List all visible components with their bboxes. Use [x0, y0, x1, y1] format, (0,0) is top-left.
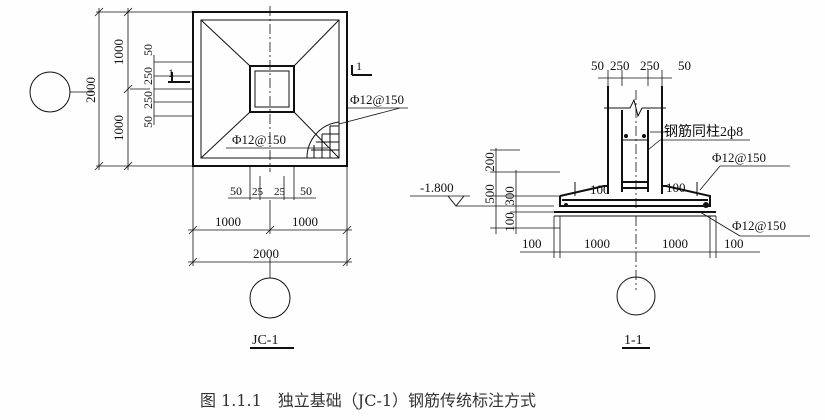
plan-label: JC-1 — [252, 333, 278, 348]
section-view: 50 250 250 50 100 100 — [410, 58, 810, 349]
plan-dim-bottom-2: 1000 — [292, 214, 318, 229]
plan-dim-small-3: 250 — [141, 91, 155, 109]
section-dim-vert-1: 200 — [482, 152, 497, 172]
section-dim-top-2: 250 — [610, 58, 630, 73]
section-dim-top-1: 50 — [591, 58, 604, 73]
plan-dim-left-upper: 1000 — [111, 39, 126, 65]
plan-dim-bottom-small-1: 50 — [230, 184, 242, 198]
section-dim-bottom-2: 1000 — [584, 236, 610, 251]
section-mark-right: 1 — [356, 59, 362, 73]
plan-rebar-label-2: Φ12@150 — [232, 132, 286, 147]
section-offset-right: 100 — [666, 180, 686, 195]
plan-dim-left-total: 2000 — [83, 77, 98, 103]
section-dim-top-3: 250 — [640, 58, 660, 73]
axis-circle-bottom — [249, 277, 291, 319]
axis-circle-left — [29, 71, 71, 113]
section-rebar-top-label: Φ12@150 — [712, 150, 766, 165]
section-dim-vert-3: 300 — [502, 186, 517, 206]
plan-dim-bottom-small-2: 25 — [252, 186, 264, 198]
section-dim-vert-4: 100 — [502, 212, 517, 232]
section-dim-bottom-4: 100 — [724, 236, 744, 251]
section-dim-bottom-1: 100 — [522, 236, 542, 251]
section-label: 1-1 — [624, 333, 643, 348]
plan-view: 1000 1000 2000 50 250 250 50 1 1 Φ12@150… — [29, 6, 408, 349]
section-dim-top-4: 50 — [678, 58, 691, 73]
section-elevation: -1.800 — [420, 180, 454, 195]
section-column-rebar-label: 钢筋同柱2ф8 — [664, 123, 743, 140]
plan-dim-bottom-1: 1000 — [215, 214, 241, 229]
figure-caption: 图 1.1.1 独立基础（JC-1）钢筋传统标注方式 — [200, 391, 536, 410]
section-dim-bottom-3: 1000 — [662, 236, 688, 251]
axis-circle-section — [616, 276, 656, 316]
plan-dim-bottom-small-3: 25 — [274, 186, 286, 198]
plan-dim-bottom-small-4: 50 — [300, 184, 312, 198]
plan-rebar-label-1: Φ12@150 — [350, 92, 404, 107]
plan-dim-small-2: 250 — [141, 67, 155, 85]
section-offset-left: 100 — [590, 182, 610, 197]
footing-section-outline — [559, 185, 711, 207]
plan-dim-small-1: 50 — [141, 44, 155, 56]
plan-dim-left-lower: 1000 — [111, 115, 126, 141]
plan-dim-small-4: 50 — [141, 116, 155, 128]
plan-dim-total: 2000 — [253, 246, 279, 261]
section-rebar-bottom-label: Φ12@150 — [732, 218, 786, 233]
rebar-grid — [306, 121, 340, 159]
section-dim-vert-2: 500 — [482, 184, 497, 204]
section-mark-left: 1 — [168, 66, 174, 80]
column-outline — [249, 65, 295, 113]
